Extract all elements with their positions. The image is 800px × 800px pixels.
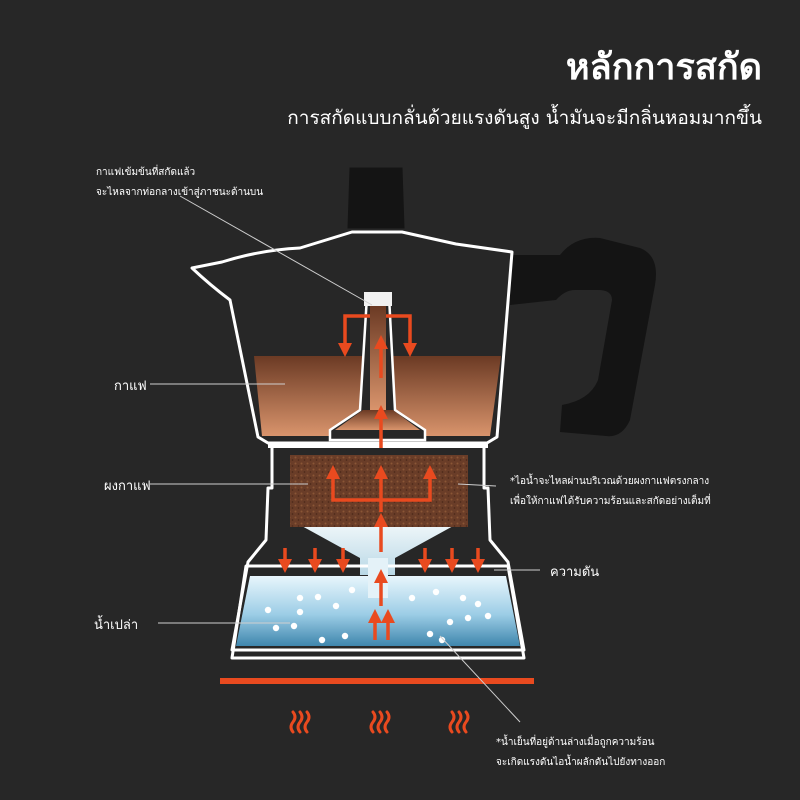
- water-bubble: [314, 593, 322, 601]
- heat-plate: [220, 678, 534, 684]
- water-bubble: [459, 594, 467, 602]
- heat-wave-line: [296, 710, 304, 734]
- heat-wave-line: [455, 710, 463, 734]
- water-bubble: [464, 614, 472, 622]
- tube-base-coffee: [335, 410, 420, 430]
- pot-handle: [510, 237, 656, 437]
- arrow-grounds-left: [326, 465, 381, 502]
- flow-arrows: [278, 314, 485, 640]
- water-bubble: [318, 636, 326, 644]
- water-bubble: [332, 602, 340, 610]
- joint-band: [268, 442, 488, 448]
- tube-coffee: [370, 306, 386, 410]
- arrow-tube-left-out: [338, 314, 370, 357]
- bottom-note-line2: จะเกิดแรงดันไอน้ำผลักดันไปยังทางออก: [496, 757, 666, 768]
- leader-lines: [150, 195, 540, 723]
- water-bubble: [474, 600, 482, 608]
- funnel-tube: [368, 558, 388, 598]
- water-bubble: [296, 594, 304, 602]
- coffee-grounds: [290, 455, 468, 527]
- lid-knob: [347, 167, 405, 229]
- tube-top-cap: [364, 292, 392, 306]
- water-bubble: [408, 594, 416, 602]
- heat-waves: [289, 710, 470, 734]
- label-coffee-grounds: ผงกาแฟ: [104, 479, 151, 494]
- top-note: กาแฟเข้มข้นที่สกัดแล้ว จะไหลจากท่อกลางเข…: [96, 163, 263, 203]
- heat-wave-line: [462, 710, 470, 734]
- label-coffee: กาแฟ: [114, 379, 147, 394]
- water-bubble: [426, 630, 434, 638]
- arrow-tube-right-out: [386, 314, 417, 357]
- water-bubble: [264, 606, 272, 614]
- steam-note-line2: เพื่อให้กาแฟได้รับความร้อนและสกัดอย่างเต…: [510, 496, 711, 507]
- heat-wave-line: [448, 710, 456, 734]
- water-bubble: [432, 588, 440, 596]
- water-bubble: [341, 632, 349, 640]
- filter-funnel: [300, 525, 455, 575]
- water-bubble: [272, 624, 280, 632]
- leader-bottom-note: [439, 635, 521, 723]
- heat-wave-line: [303, 710, 311, 734]
- arrow-grounds-right: [381, 465, 437, 502]
- top-note-line2: จะไหลจากท่อกลางเข้าสู่ภาชนะด้านบน: [96, 187, 264, 198]
- water-bubble: [484, 612, 492, 620]
- leader-steam-note: [457, 483, 497, 487]
- leader-top-note: [179, 195, 373, 306]
- water-bubble: [438, 636, 446, 644]
- steam-note: *ไอน้ำจะไหลผ่านบริเวณด้วยผงกาแฟตรงกลาง เ…: [510, 472, 711, 512]
- bottom-note-line1: *น้ำเย็นที่อยู่ด้านล่างเมื่อถูกความร้อน: [496, 737, 655, 748]
- water-bubble: [296, 608, 304, 616]
- water-bubble: [446, 618, 454, 626]
- page-title: หลักการสกัด: [565, 47, 762, 88]
- water-bubbles: [264, 586, 492, 644]
- heat-wave-line: [376, 710, 384, 734]
- water-bubble: [348, 586, 356, 594]
- label-water: น้ำเปล่า: [94, 618, 139, 633]
- middle-section-outline: [230, 448, 526, 652]
- page-subtitle: การสกัดแบบกลั่นด้วยแรงดันสูง น้ำมันจะมีก…: [287, 107, 762, 129]
- steam-note-line1: *ไอน้ำจะไหลผ่านบริเวณด้วยผงกาแฟตรงกลาง: [510, 476, 710, 487]
- water-bubble: [290, 622, 298, 630]
- heat-wave-line: [289, 710, 297, 734]
- bottom-note: *น้ำเย็นที่อยู่ด้านล่างเมื่อถูกความร้อน …: [496, 733, 665, 773]
- top-note-line1: กาแฟเข้มข้นที่สกัดแล้ว: [96, 167, 196, 178]
- heat-wave-line: [383, 710, 391, 734]
- label-pressure: ความดัน: [550, 565, 600, 580]
- heat-wave-line: [369, 710, 377, 734]
